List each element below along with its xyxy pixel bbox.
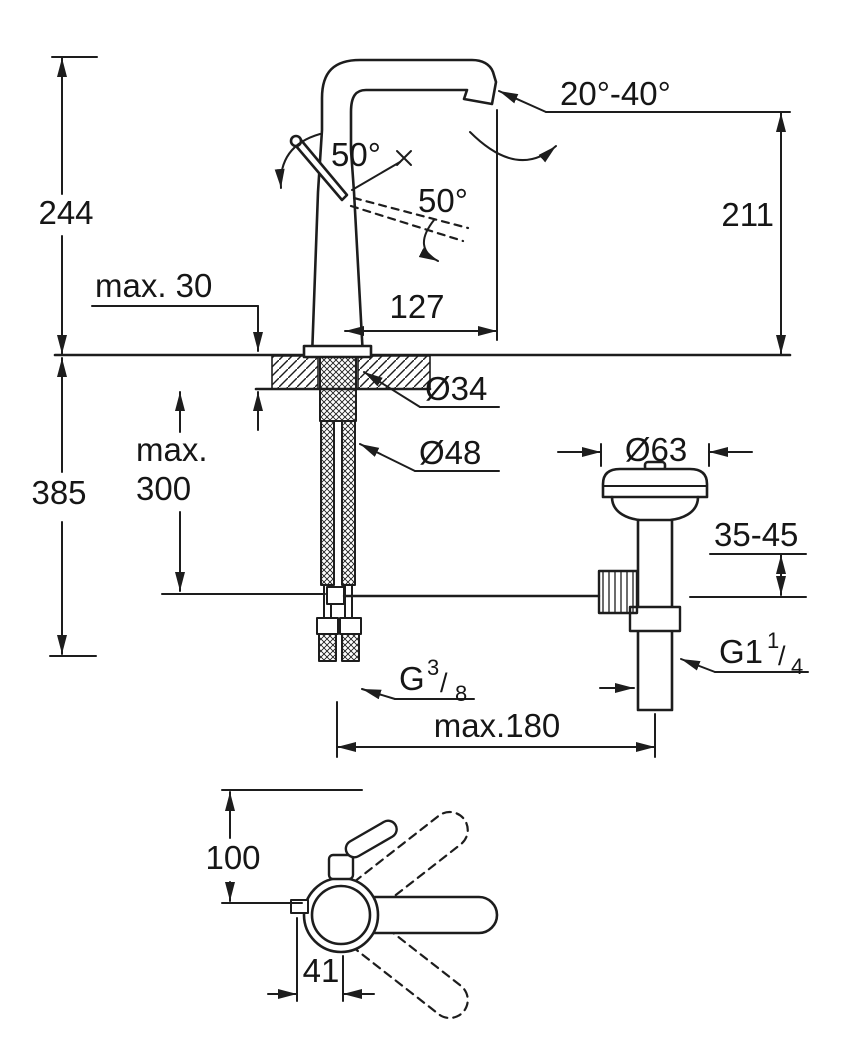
dim-max30-label: max. 30	[95, 267, 212, 304]
dia-34-leader	[363, 371, 500, 408]
angle-50-left-label: 50°	[331, 136, 381, 173]
thread-g114-den: 4	[791, 654, 803, 679]
hose-right-nut	[339, 617, 362, 635]
dimensions	[49, 56, 809, 1002]
hose-left-thread	[318, 633, 337, 662]
angle-swivel-leader	[498, 90, 547, 113]
angle-swivel-label: 20°-40°	[560, 75, 671, 112]
dim-127-label: 127	[389, 288, 444, 325]
dim-41-label: 41	[303, 952, 340, 989]
thread-g38-arrow	[361, 688, 396, 700]
spout-outline	[310, 58, 498, 359]
waste-knurled-knob	[597, 569, 639, 615]
dim-max300-label-1: max.	[136, 431, 208, 468]
thread-g38-base: G	[399, 660, 425, 697]
angle-50-right-arc	[418, 219, 439, 262]
handle-pivot-cross-icon	[396, 150, 412, 166]
hose-left-nut	[316, 617, 339, 635]
thread-g38-leader	[361, 688, 475, 700]
thread-g114-slash: /	[778, 641, 786, 671]
dim-41	[267, 917, 375, 1002]
angle-50-left-arc	[274, 133, 321, 189]
popup-waste	[597, 460, 709, 712]
dim-35-45	[689, 553, 807, 598]
labels: 244 385 max. 30 max. 300 127 50° 50° 20°…	[31, 75, 803, 989]
dia-48-arrow	[359, 443, 416, 472]
dim-244	[51, 56, 98, 355]
dim-127	[344, 109, 498, 341]
dim-385-label: 385	[31, 474, 86, 511]
hose-right-end	[344, 584, 353, 619]
dim-max180	[336, 701, 656, 758]
thread-g38-num: 3	[427, 655, 439, 680]
hose-right	[341, 420, 356, 586]
dim-max30	[91, 305, 263, 431]
faucet-top-view	[290, 810, 499, 1020]
thread-g38-slash: /	[440, 668, 448, 698]
dim-max300	[161, 391, 326, 595]
topview-handle	[344, 819, 398, 859]
deck-hatch-right	[357, 355, 431, 390]
topview-body-outer	[302, 876, 380, 954]
waste-cap	[601, 467, 709, 499]
dia-48-label: Ø48	[419, 434, 481, 471]
deck-hatch-left	[271, 355, 319, 390]
dim-100	[221, 789, 363, 904]
angle-swivel-arc	[469, 131, 557, 163]
angle-50-right-label: 50°	[418, 182, 468, 219]
dim-211	[545, 111, 791, 355]
thread-g114-base: G1	[719, 633, 763, 670]
waste-neck	[610, 495, 700, 522]
dia-34-arrow	[363, 371, 421, 408]
handle-dashed-position	[349, 196, 470, 243]
dia-34-label: Ø34	[425, 370, 487, 407]
hose-right-thread	[341, 633, 360, 662]
hose-left	[320, 420, 335, 586]
dim-211-label: 211	[721, 196, 774, 233]
handle-rotated-line	[351, 161, 401, 191]
topview-spout-dashed-up	[353, 810, 469, 912]
shank-threaded	[319, 356, 357, 422]
topview-spout	[370, 895, 499, 935]
thread-g114-arrow	[680, 658, 716, 673]
dim-244-label: 244	[38, 194, 93, 231]
thread-g114-num: 1	[767, 628, 779, 653]
topview-handle-mount	[327, 853, 355, 881]
dim-35-45-label: 35-45	[714, 516, 798, 553]
angle-swivel	[469, 90, 557, 163]
dim-385	[49, 357, 97, 657]
rod-coupling	[326, 586, 345, 605]
dim-100-label: 100	[205, 839, 260, 876]
dim-max180-label: max.180	[434, 707, 561, 744]
base-flange	[302, 344, 373, 359]
dia-63-label: Ø63	[625, 431, 687, 468]
waste-nut	[628, 605, 682, 633]
topview-spout-dashed-down	[353, 918, 469, 1020]
topview-side-tab	[290, 899, 309, 914]
faucet-side-view	[53, 58, 792, 662]
thread-g114-leader	[599, 658, 809, 693]
dia-63-dim	[557, 443, 753, 467]
thread-g38-den: 8	[455, 681, 467, 706]
dim-max300-label-2: 300	[136, 470, 191, 507]
dia-48-leader	[359, 443, 500, 472]
topview-body-inner	[310, 884, 372, 946]
